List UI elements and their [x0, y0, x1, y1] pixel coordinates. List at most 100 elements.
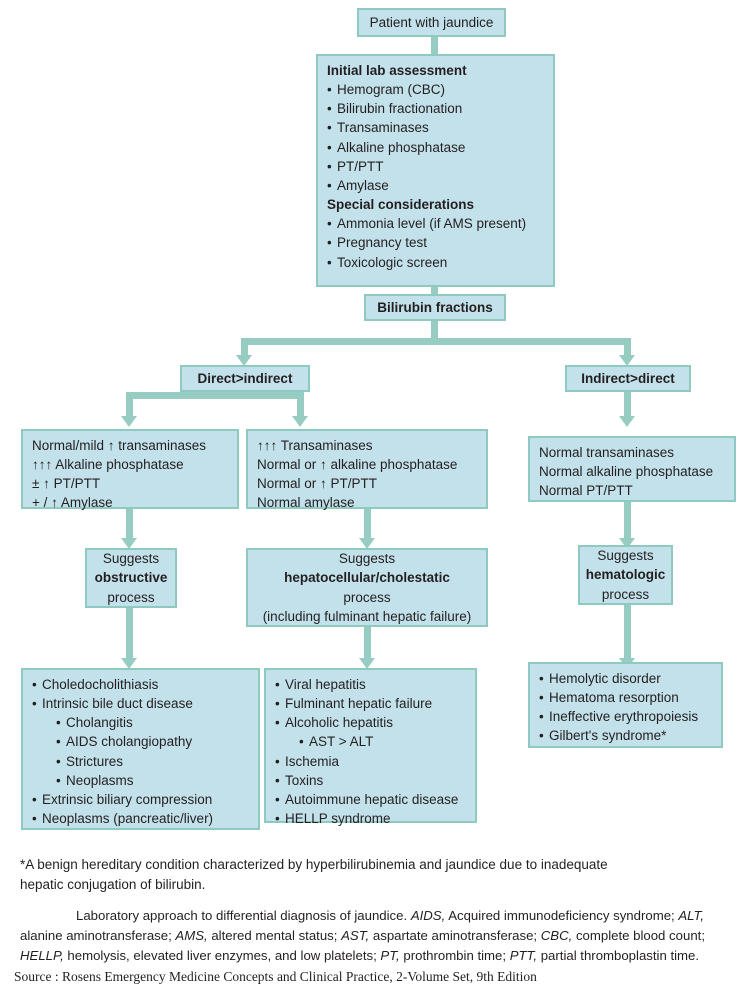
node-suggests-obstructive[interactable]: Suggests obstructive process [85, 548, 177, 608]
list-item: Hemogram (CBC) [327, 80, 544, 99]
connector-direct-to-labs-hepatocellular [297, 392, 304, 418]
suggests-line: process [343, 589, 391, 605]
node-suggests-hepatocellular[interactable]: Suggests hepatocellular/cholestatic proc… [246, 548, 488, 627]
connector-bilirubin-down [431, 320, 438, 338]
suggests-line: process [107, 589, 155, 605]
list-item: Gilbert's syndrome* [539, 726, 712, 745]
list-item: Hematoma resorption [539, 688, 712, 707]
dx-obstructive-list: Choledocholithiasis Intrinsic bile duct … [32, 675, 249, 828]
lab-line: Normal or ↑ alkaline phosphatase [257, 457, 458, 473]
list-item: Neoplasms [32, 771, 249, 790]
list-item: Pregnancy test [327, 233, 544, 252]
arrowhead-to-indirect [619, 355, 635, 366]
footnote-line-1: *A benign hereditary condition character… [20, 857, 608, 872]
arrowhead-dx-hepatocellular [359, 658, 375, 669]
list-item: Choledocholithiasis [32, 675, 249, 694]
list-item: Autoimmune hepatic disease [275, 790, 466, 809]
arrowhead-to-labs-obstructive [121, 416, 137, 427]
arrowhead-to-direct [236, 355, 252, 366]
connector-bus-to-indirect [624, 338, 631, 356]
connector-split-bus [241, 338, 631, 345]
list-item: Bilirubin fractionation [327, 99, 544, 118]
lab-line: Normal or ↑ PT/PTT [257, 476, 378, 492]
footnote: *A benign hereditary condition character… [20, 855, 732, 894]
node-indirect-greater-direct[interactable]: Indirect>direct [565, 365, 691, 392]
list-item: Strictures [32, 752, 249, 771]
node-label: Patient with jaundice [369, 14, 494, 30]
arrowhead-to-labs-hepatocellular [292, 416, 308, 427]
suggests-line: Suggests [338, 551, 396, 567]
lab-line: Normal amylase [257, 495, 355, 511]
connector-suggests-obstructive-to-dx [126, 608, 133, 662]
abbrev-key-cbc: CBC, [540, 927, 573, 943]
abbrev-val-ast: aspartate aminotransferase; [372, 927, 538, 943]
suggests-process-name: hematologic [585, 567, 666, 583]
arrowhead-suggests-obstructive [121, 538, 137, 549]
abbrev-val-ams: altered mental status; [211, 927, 338, 943]
node-patient-with-jaundice[interactable]: Patient with jaundice [357, 8, 506, 37]
node-suggests-hematologic[interactable]: Suggests hematologic process [578, 545, 673, 605]
suggests-process-name: obstructive [94, 570, 168, 586]
node-label: Bilirubin fractions [377, 299, 493, 315]
suggests-line: (including fulminant hepatic failure) [262, 608, 472, 624]
caption-lead: Laboratory approach to differential diag… [76, 908, 408, 923]
list-item: Intrinsic bile duct disease [32, 694, 249, 713]
arrowhead-dx-obstructive [121, 658, 137, 669]
abbrev-val-aids: Acquired immunodeficiency syndrome; [448, 908, 675, 923]
node-label: Indirect>direct [581, 370, 675, 386]
node-direct-greater-indirect[interactable]: Direct>indirect [180, 365, 310, 392]
list-item: Alkaline phosphatase [327, 138, 544, 157]
node-label: Direct>indirect [197, 370, 293, 386]
list-item: Amylase [327, 176, 544, 195]
lab-line: Normal transaminases [539, 445, 675, 460]
node-dx-hepatocellular[interactable]: Viral hepatitis Fulminant hepatic failur… [264, 668, 477, 828]
figure-caption: Laboratory approach to differential diag… [20, 906, 730, 965]
abbrev-val-hellp: hemolysis, elevated liver enzymes, and l… [67, 947, 377, 963]
list-item: PT/PTT [327, 157, 544, 176]
node-initial-lab-assessment[interactable]: Initial lab assessment Hemogram (CBC) Bi… [316, 54, 555, 287]
suggests-line: Suggests [597, 548, 654, 564]
initial-lab-list: Hemogram (CBC) Bilirubin fractionation T… [327, 80, 544, 195]
connector-suggests-hepatocellular-to-dx [364, 627, 371, 662]
lab-line: + / ↑ Amylase [32, 495, 113, 511]
list-item: HELLP syndrome [275, 809, 466, 828]
list-item: Neoplasms (pancreatic/liver) [32, 809, 249, 828]
connector-direct-branch-bus [126, 392, 304, 399]
abbrev-val-alt: alanine aminotransferase; [20, 927, 172, 943]
node-labs-hematologic[interactable]: Normal transaminases Normal alkaline pho… [528, 436, 736, 502]
list-item: Ammonia level (if AMS present) [327, 214, 544, 233]
node-labs-obstructive[interactable]: Normal/mild ↑ transaminases ↑↑↑ Alkaline… [21, 429, 239, 511]
special-considerations-list: Ammonia level (if AMS present) Pregnancy… [327, 214, 544, 272]
list-item: Cholangitis [32, 713, 249, 732]
connector-direct-to-labs-obstructive [126, 392, 133, 418]
arrowhead-suggests-hepatocellular [359, 538, 375, 549]
list-item: Transaminases [327, 118, 544, 137]
connector-labs-hematologic-to-suggests [624, 502, 631, 541]
list-item: Extrinsic biliary compression [32, 790, 249, 809]
list-item: Ineffective erythropoiesis [539, 707, 712, 726]
node-dx-hematologic[interactable]: Hemolytic disorder Hematoma resorption I… [528, 662, 723, 748]
dx-hematologic-list: Hemolytic disorder Hematoma resorption I… [539, 669, 712, 746]
connector-bus-to-direct [241, 338, 248, 356]
dx-hepatocellular-list: Viral hepatitis Fulminant hepatic failur… [275, 675, 466, 828]
footnote-line-2: hepatic conjugation of bilirubin. [20, 876, 206, 892]
abbrev-key-alt: ALT, [678, 908, 705, 923]
lab-line: Normal PT/PTT [539, 483, 633, 499]
abbrev-key-ptt: PTT, [509, 947, 538, 963]
abbrev-key-aids: AIDS, [410, 908, 446, 923]
source-line: Source : Rosens Emergency Medicine Conce… [14, 969, 537, 984]
connector-indirect-to-labs-hematologic [624, 392, 631, 418]
list-item: Toxins [275, 771, 466, 790]
list-item: Ischemia [275, 752, 466, 771]
abbrev-val-ptt: partial thromboplastin time. [540, 947, 700, 963]
suggests-process-name: hepatocellular/cholestatic [284, 570, 450, 586]
abbrev-key-ast: AST, [341, 927, 370, 943]
node-labs-hepatocellular[interactable]: ↑↑↑ Transaminases Normal or ↑ alkaline p… [246, 429, 488, 511]
abbrev-key-hellp: HELLP, [20, 947, 64, 963]
node-bilirubin-fractions[interactable]: Bilirubin fractions [364, 294, 506, 321]
node-dx-obstructive[interactable]: Choledocholithiasis Intrinsic bile duct … [21, 668, 260, 830]
lab-line: ↑↑↑ Alkaline phosphatase [32, 457, 184, 473]
connector-start-to-initial-lab [431, 36, 438, 56]
abbrev-val-pt: prothrombin time; [403, 947, 507, 963]
